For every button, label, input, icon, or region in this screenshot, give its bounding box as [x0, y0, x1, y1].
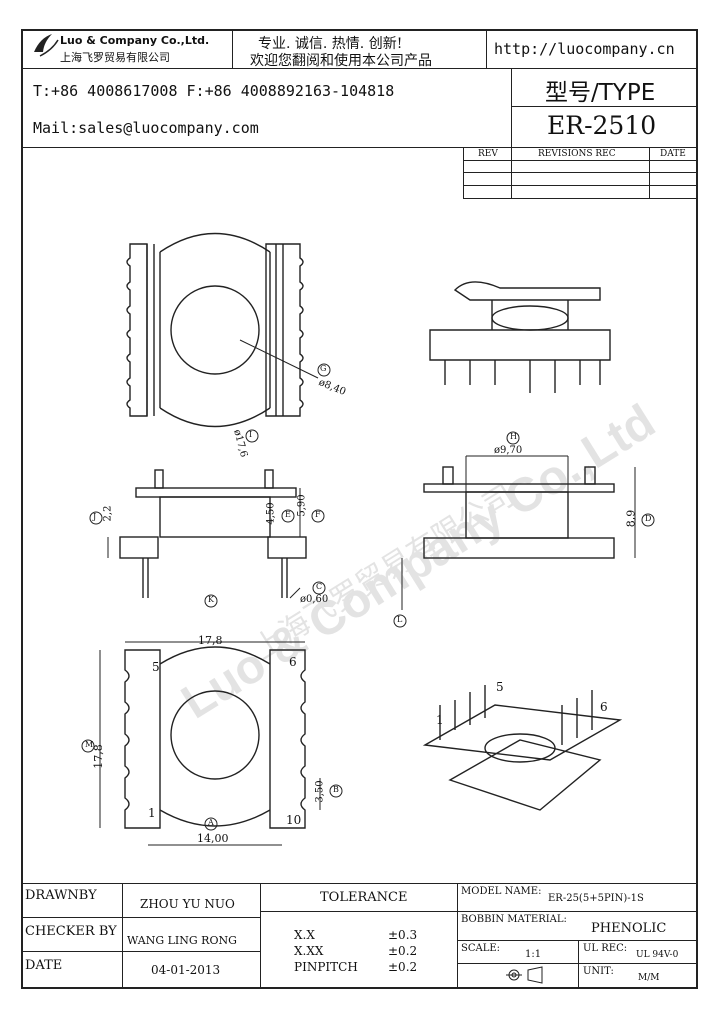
rev-hline-3 [463, 185, 698, 186]
label-f: F [315, 510, 321, 519]
tb-vline-3 [457, 883, 458, 989]
slogan-line-2: 欢迎您翻阅和使用本公司产品 [250, 53, 432, 69]
scale-value: 1:1 [525, 949, 542, 960]
dim-f-value: 5,90 [296, 494, 308, 517]
tolerance-label: TOLERANCE [320, 890, 408, 905]
pin-5-label: 5 [152, 660, 160, 674]
phone-fax: T:+86 4008617008 F:+86 4008892163-104818 [33, 82, 395, 100]
drawnby-label: DRAWNBY [25, 888, 97, 903]
rev-hline-2 [463, 172, 698, 173]
type-divider [511, 106, 698, 107]
rev-header: REV [478, 149, 498, 159]
tb-vline-2 [260, 883, 261, 989]
dim-h-value: ø9,70 [494, 445, 523, 456]
tb-hline-6 [457, 963, 698, 964]
date-header: DATE [660, 149, 686, 159]
tb-hline-4 [457, 911, 698, 912]
iso-pin-1-label: 1 [436, 713, 444, 727]
mail-address[interactable]: Mail:sales@luocompany.com [33, 119, 259, 137]
watermark-text-cn: 上海飞罗贸易有限公司 [248, 478, 521, 667]
model-label: MODEL NAME: [461, 886, 542, 897]
dim-top-width: 17,8 [198, 634, 223, 647]
header-vline-1 [232, 29, 233, 68]
header-bottom-line [21, 147, 698, 148]
header-vline-2 [486, 29, 487, 68]
date-value: 04-01-2013 [151, 963, 221, 977]
header-divider [21, 68, 698, 69]
pin-6-label: 6 [289, 655, 297, 669]
ul-value: UL 94V-0 [636, 950, 679, 960]
checker-value: WANG LING RONG [127, 934, 237, 947]
dim-j-value: 2,2 [102, 505, 114, 522]
label-l: L [397, 615, 403, 624]
model-value: ER-25(5+5PIN)-1S [548, 893, 644, 904]
iso-pin-6-label: 6 [600, 700, 608, 714]
pin-10-label: 10 [286, 813, 302, 827]
drawing-sheet [21, 29, 698, 989]
company-name-cn: 上海飞罗贸易有限公司 [60, 51, 170, 64]
rev-hline-1 [463, 160, 698, 161]
dim-e-value: 4,50 [265, 502, 277, 525]
company-name: Luo & Company Co.,Ltd. [60, 34, 210, 47]
bobbin-value: PHENOLIC [591, 921, 667, 936]
tolerance-3-label: PINPITCH [294, 960, 358, 974]
type-label: 型号/TYPE [545, 80, 656, 106]
unit-label: UNIT: [583, 966, 614, 977]
isometric-view-top [429, 281, 611, 393]
dim-bottom-width: 14,00 [197, 832, 229, 845]
label-e: E [285, 510, 291, 519]
date-label: DATE [25, 958, 63, 973]
side-view [401, 455, 636, 610]
dim-b-value: 3,50 [314, 780, 326, 803]
tb-hline-2 [21, 951, 260, 952]
website-link[interactable]: http://luocompany.cn [494, 40, 675, 58]
ul-label: UL REC: [583, 943, 628, 954]
pin-1-label: 1 [148, 806, 156, 820]
tb-hline-1 [21, 917, 260, 918]
label-j: J [93, 512, 97, 521]
bobbin-label: BOBBIN MATERIAL: [461, 914, 567, 925]
tb-hline-5 [457, 940, 698, 941]
front-view [107, 469, 307, 599]
scale-label: SCALE: [461, 943, 501, 954]
tb-hline-3 [260, 911, 457, 912]
unit-value: M/M [638, 973, 660, 983]
top-view [126, 232, 319, 428]
label-g: G [320, 364, 327, 373]
tolerance-2-value: ±0.2 [388, 944, 418, 958]
label-m: M [85, 740, 94, 749]
bottom-view [99, 641, 321, 846]
drawnby-value: ZHOU YU NUO [140, 897, 235, 911]
checker-label: CHECKER BY [25, 924, 117, 939]
dim-height-value: 17,8 [91, 744, 105, 769]
tb-vline-1 [122, 883, 123, 989]
title-block-top [21, 883, 698, 884]
label-d: D [645, 514, 652, 523]
label-k: K [208, 595, 214, 604]
tolerance-1-label: X.X [294, 928, 315, 942]
tolerance-2-label: X.XX [294, 944, 324, 958]
header-vline-3 [511, 68, 512, 147]
tolerance-1-value: ±0.3 [388, 928, 418, 942]
label-h: H [510, 432, 517, 441]
label-c: C [316, 582, 323, 591]
rev-hline-4 [463, 198, 698, 199]
label-a: A [208, 818, 214, 827]
type-value: ER-2510 [547, 111, 657, 140]
dim-d-value: 8,9 [624, 509, 638, 528]
tolerance-3-value: ±0.2 [388, 960, 418, 974]
iso-pin-5-label: 5 [496, 680, 504, 694]
isometric-view-bottom [422, 685, 623, 811]
slogan-line-1: 专业. 诚信. 热情. 创新! [258, 36, 403, 52]
label-i: I [249, 430, 253, 439]
revisions-rec-header: REVISIONS REC [538, 149, 616, 159]
label-b: B [333, 785, 339, 794]
tb-vline-4 [578, 940, 579, 989]
dim-c-value: ø0,60 [300, 594, 329, 605]
